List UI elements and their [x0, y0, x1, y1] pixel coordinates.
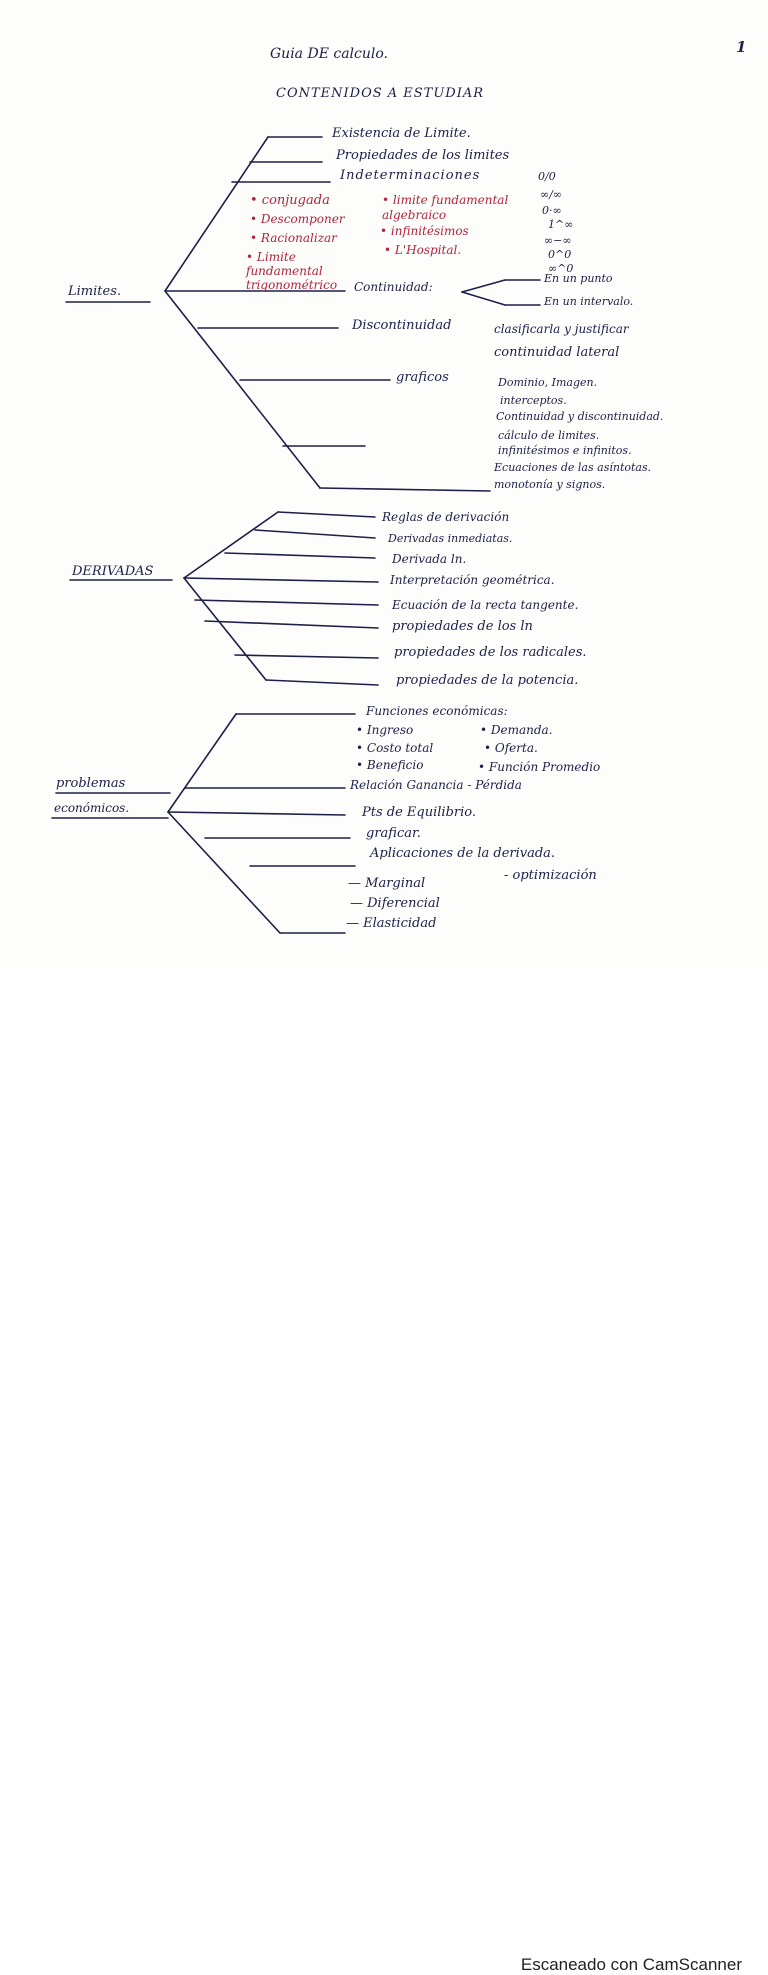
derivadas-item: Derivadas inmediatas. — [388, 532, 513, 545]
continuity-item: En un punto — [544, 272, 613, 285]
indetermination: 1^∞ — [548, 218, 574, 231]
discontinuity-item: clasificarla y justificar — [494, 322, 629, 336]
problemas-label: económicos. — [54, 801, 130, 815]
derivative-application: — Elasticidad — [346, 916, 437, 931]
economic-function: • Beneficio — [356, 758, 424, 772]
derivative-application: — Diferencial — [350, 896, 440, 911]
limites-item: Continuidad: — [354, 280, 433, 294]
scanned-page: Guia DE calculo. 1 CONTENIDOS A ESTUDIAR… — [0, 0, 768, 965]
technique: • L'Hospital. — [384, 243, 462, 257]
derivadas-item: Derivada ln. — [392, 552, 467, 566]
limites-item: Indeterminaciones — [340, 168, 481, 183]
problemas-item: - optimización — [504, 868, 597, 883]
economic-function: • Oferta. — [484, 741, 538, 755]
economic-function: • Ingreso — [356, 723, 414, 737]
indetermination: 0/0 — [538, 170, 556, 183]
derivative-application: — Marginal — [348, 876, 426, 891]
problemas-item: Funciones económicas: — [366, 704, 508, 718]
problemas-label: problemas — [56, 776, 126, 791]
limites-item: graficos — [396, 370, 449, 385]
page-subtitle: CONTENIDOS A ESTUDIAR — [276, 86, 485, 101]
graph-item: Continuidad y discontinuidad. — [496, 410, 664, 423]
derivadas-item: propiedades de los ln — [392, 619, 533, 634]
continuity-item: En un intervalo. — [544, 295, 634, 308]
limites-item: Discontinuidad — [352, 318, 452, 333]
derivadas-item: Ecuación de la recta tangente. — [392, 598, 579, 612]
limites-item: Existencia de Limite. — [332, 126, 471, 141]
derivadas-item: propiedades de la potencia. — [396, 673, 579, 688]
indetermination: 0^0 — [548, 248, 572, 261]
graph-item: interceptos. — [500, 394, 567, 407]
footer: Escaneado con CamScanner — [0, 965, 768, 1974]
limites-item: Propiedades de los limites — [336, 148, 510, 163]
graph-item: Dominio, Imagen. — [498, 376, 598, 389]
mind-map-lines — [51, 136, 541, 934]
technique: • conjugada — [250, 193, 330, 208]
technique: • limite fundamental algebraico — [382, 193, 509, 222]
economic-function: • Costo total — [356, 741, 434, 755]
page-title: Guia DE calculo. — [270, 46, 389, 62]
indetermination: 0·∞ — [542, 204, 562, 217]
limites-label: Limites. — [68, 284, 121, 299]
indetermination: ∞^0 — [548, 262, 574, 275]
graph-item: cálculo de limites. — [498, 429, 600, 442]
problemas-item: Relación Ganancia - Pérdida — [350, 778, 522, 792]
technique: • Limite fundamental trigonométrico — [246, 250, 338, 292]
indetermination: ∞−∞ — [544, 234, 572, 247]
scanner-watermark: Escaneado con CamScanner — [520, 1955, 742, 1974]
derivadas-item: propiedades de los radicales. — [394, 645, 587, 660]
problemas-item: graficar. — [366, 826, 421, 841]
graph-item: infinitésimos e infinitos. — [498, 444, 632, 457]
technique: • Racionalizar — [250, 231, 337, 245]
graph-item: Ecuaciones de las asíntotas. — [494, 461, 652, 474]
indetermination: ∞/∞ — [540, 188, 563, 201]
technique: • infinitésimos — [380, 224, 469, 238]
derivadas-item: Interpretación geométrica. — [390, 573, 555, 587]
graph-item: monotonía y signos. — [494, 478, 606, 491]
problemas-item: Aplicaciones de la derivada. — [370, 846, 556, 861]
derivadas-item: Reglas de derivación — [382, 510, 510, 524]
technique: • Descomponer — [250, 212, 345, 226]
economic-function: • Demanda. — [480, 723, 553, 737]
problemas-item: Pts de Equilibrio. — [362, 805, 477, 820]
discontinuity-item: continuidad lateral — [494, 345, 620, 360]
page-number: 1 — [736, 38, 747, 56]
economic-function: • Función Promedio — [478, 760, 601, 774]
derivadas-label: DERIVADAS — [72, 564, 154, 579]
